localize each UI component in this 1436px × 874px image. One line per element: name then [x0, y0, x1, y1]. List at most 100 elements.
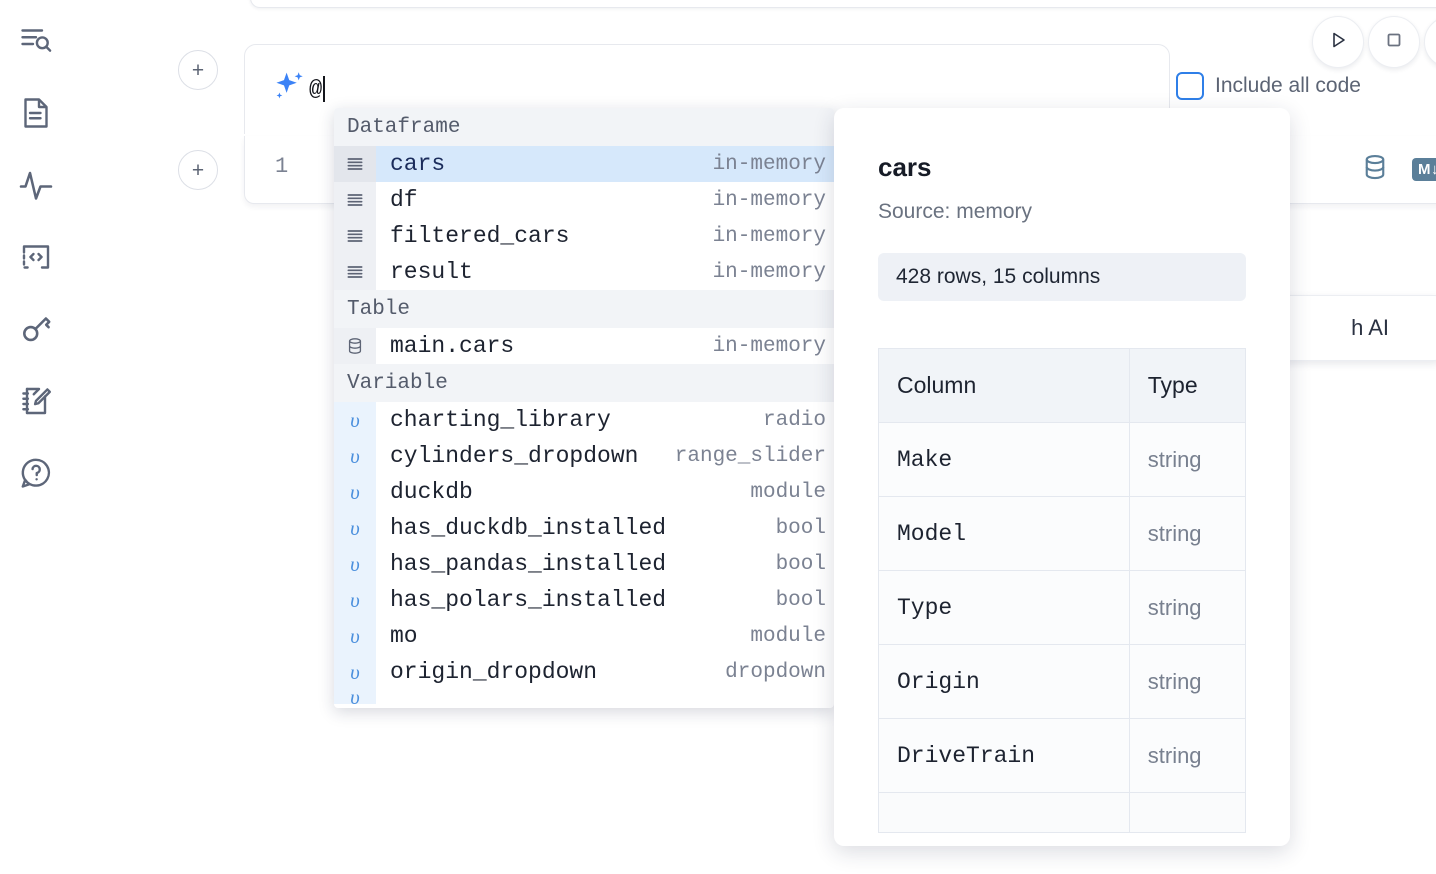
variable-icon: υ [334, 654, 376, 690]
autocomplete-item[interactable]: υ origin_dropdown dropdown [334, 654, 834, 690]
generate-with-ai-label: h AI [1351, 315, 1389, 340]
sidebar-item-help[interactable] [12, 448, 60, 498]
schema-column-type: string [1128, 496, 1247, 571]
variable-icon: υ [334, 618, 376, 654]
preview-shape: 428 rows, 15 columns [878, 253, 1246, 301]
cell-icon-group: M↓ [1360, 152, 1436, 187]
autocomplete-item-meta: in-memory [712, 188, 826, 212]
sidebar-item-snippets[interactable] [12, 232, 60, 282]
schema-column-type: string [1128, 718, 1247, 793]
schema-column-name: Origin [878, 644, 1130, 719]
autocomplete-item[interactable]: υ [334, 690, 834, 704]
explore-icon [18, 23, 54, 59]
variable-icon: υ [334, 546, 376, 582]
autocomplete-item-label: mo [390, 623, 418, 649]
autocomplete-item-meta: module [750, 624, 826, 648]
autocomplete-group-header: Table [334, 290, 834, 328]
autocomplete-item-meta: module [750, 480, 826, 504]
database-icon[interactable] [1360, 152, 1390, 187]
table-icon [334, 328, 376, 364]
sidebar-item-scratchpad[interactable] [12, 376, 60, 426]
schema-column-type: string [1128, 644, 1247, 719]
ai-prompt-input[interactable]: @ [309, 69, 1149, 109]
add-cell-below-button[interactable]: + [178, 150, 218, 190]
completion-preview-panel: cars Source: memory 428 rows, 15 columns… [834, 108, 1290, 846]
text-caret [323, 76, 326, 102]
sidebar-item-notebook[interactable] [12, 88, 60, 138]
autocomplete-item-meta: dropdown [725, 660, 826, 684]
stop-button[interactable] [1368, 16, 1420, 68]
autocomplete-item-meta: in-memory [712, 152, 826, 176]
autocomplete-item[interactable]: result in-memory [334, 254, 834, 290]
autocomplete-item-label: has_duckdb_installed [390, 515, 667, 541]
dataframe-icon [334, 182, 376, 218]
autocomplete-item[interactable]: df in-memory [334, 182, 834, 218]
more-actions-button[interactable] [1424, 16, 1436, 68]
autocomplete-item-label: origin_dropdown [390, 659, 598, 685]
sidebar-item-activity[interactable] [12, 160, 60, 210]
autocomplete-group-header: Dataframe [334, 108, 834, 146]
key-icon [18, 311, 54, 347]
autocomplete-item-label: cars [390, 151, 446, 177]
stop-icon [1382, 28, 1406, 57]
column-header: Column [878, 348, 1130, 423]
variable-icon: υ [334, 438, 376, 474]
schema-column-name: Model [878, 496, 1130, 571]
autocomplete-group-header: Variable [334, 364, 834, 402]
variable-icon: υ [334, 474, 376, 510]
schema-column-type: string [1128, 570, 1247, 645]
autocomplete-item-meta: bool [775, 516, 826, 540]
dataframe-icon [334, 146, 376, 182]
schema-column-name: DriveTrain [878, 718, 1130, 793]
add-cell-above-button[interactable]: + [178, 50, 218, 90]
sidebar-rail [0, 0, 72, 874]
dataframe-icon [334, 254, 376, 290]
autocomplete-item-label: df [390, 187, 418, 213]
autocomplete-item-label: has_pandas_installed [390, 551, 667, 577]
sidebar-item-explore[interactable] [12, 16, 60, 66]
markdown-icon[interactable]: M↓ [1412, 158, 1436, 181]
autocomplete-item[interactable]: υ charting_library radio [334, 402, 834, 438]
autocomplete-item-meta: bool [775, 588, 826, 612]
type-header: Type [1128, 348, 1247, 423]
play-icon [1326, 28, 1350, 57]
autocomplete-item[interactable]: cars in-memory [334, 146, 834, 182]
sidebar-item-secrets[interactable] [12, 304, 60, 354]
include-all-code-checkbox[interactable] [1176, 72, 1204, 100]
autocomplete-item-meta: radio [762, 408, 826, 432]
autocomplete-item-label: duckdb [390, 479, 473, 505]
activity-icon [18, 167, 54, 203]
autocomplete-item-label: main.cars [390, 333, 515, 359]
scratchpad-icon [18, 383, 54, 419]
autocomplete-item-meta: in-memory [712, 224, 826, 248]
autocomplete-item-label: result [390, 259, 473, 285]
autocomplete-item-label: charting_library [390, 407, 611, 433]
schema-column-type: string [1128, 422, 1247, 497]
autocomplete-item-meta: in-memory [712, 260, 826, 284]
autocomplete-item-label: has_polars_installed [390, 587, 667, 613]
autocomplete-item[interactable]: υ has_polars_installed bool [334, 582, 834, 618]
table-header-row: Column Type [878, 348, 1247, 423]
include-all-code-row[interactable]: Include all code [1176, 72, 1361, 100]
previous-cell-stub [250, 0, 1436, 8]
dataframe-icon [334, 218, 376, 254]
code-icon [18, 239, 54, 275]
variable-icon: υ [334, 582, 376, 618]
notebook-icon [18, 95, 54, 131]
autocomplete-item-label: cylinders_dropdown [390, 443, 639, 469]
variable-icon: υ [334, 402, 376, 438]
variable-icon: υ [334, 690, 376, 704]
run-button[interactable] [1312, 16, 1364, 68]
